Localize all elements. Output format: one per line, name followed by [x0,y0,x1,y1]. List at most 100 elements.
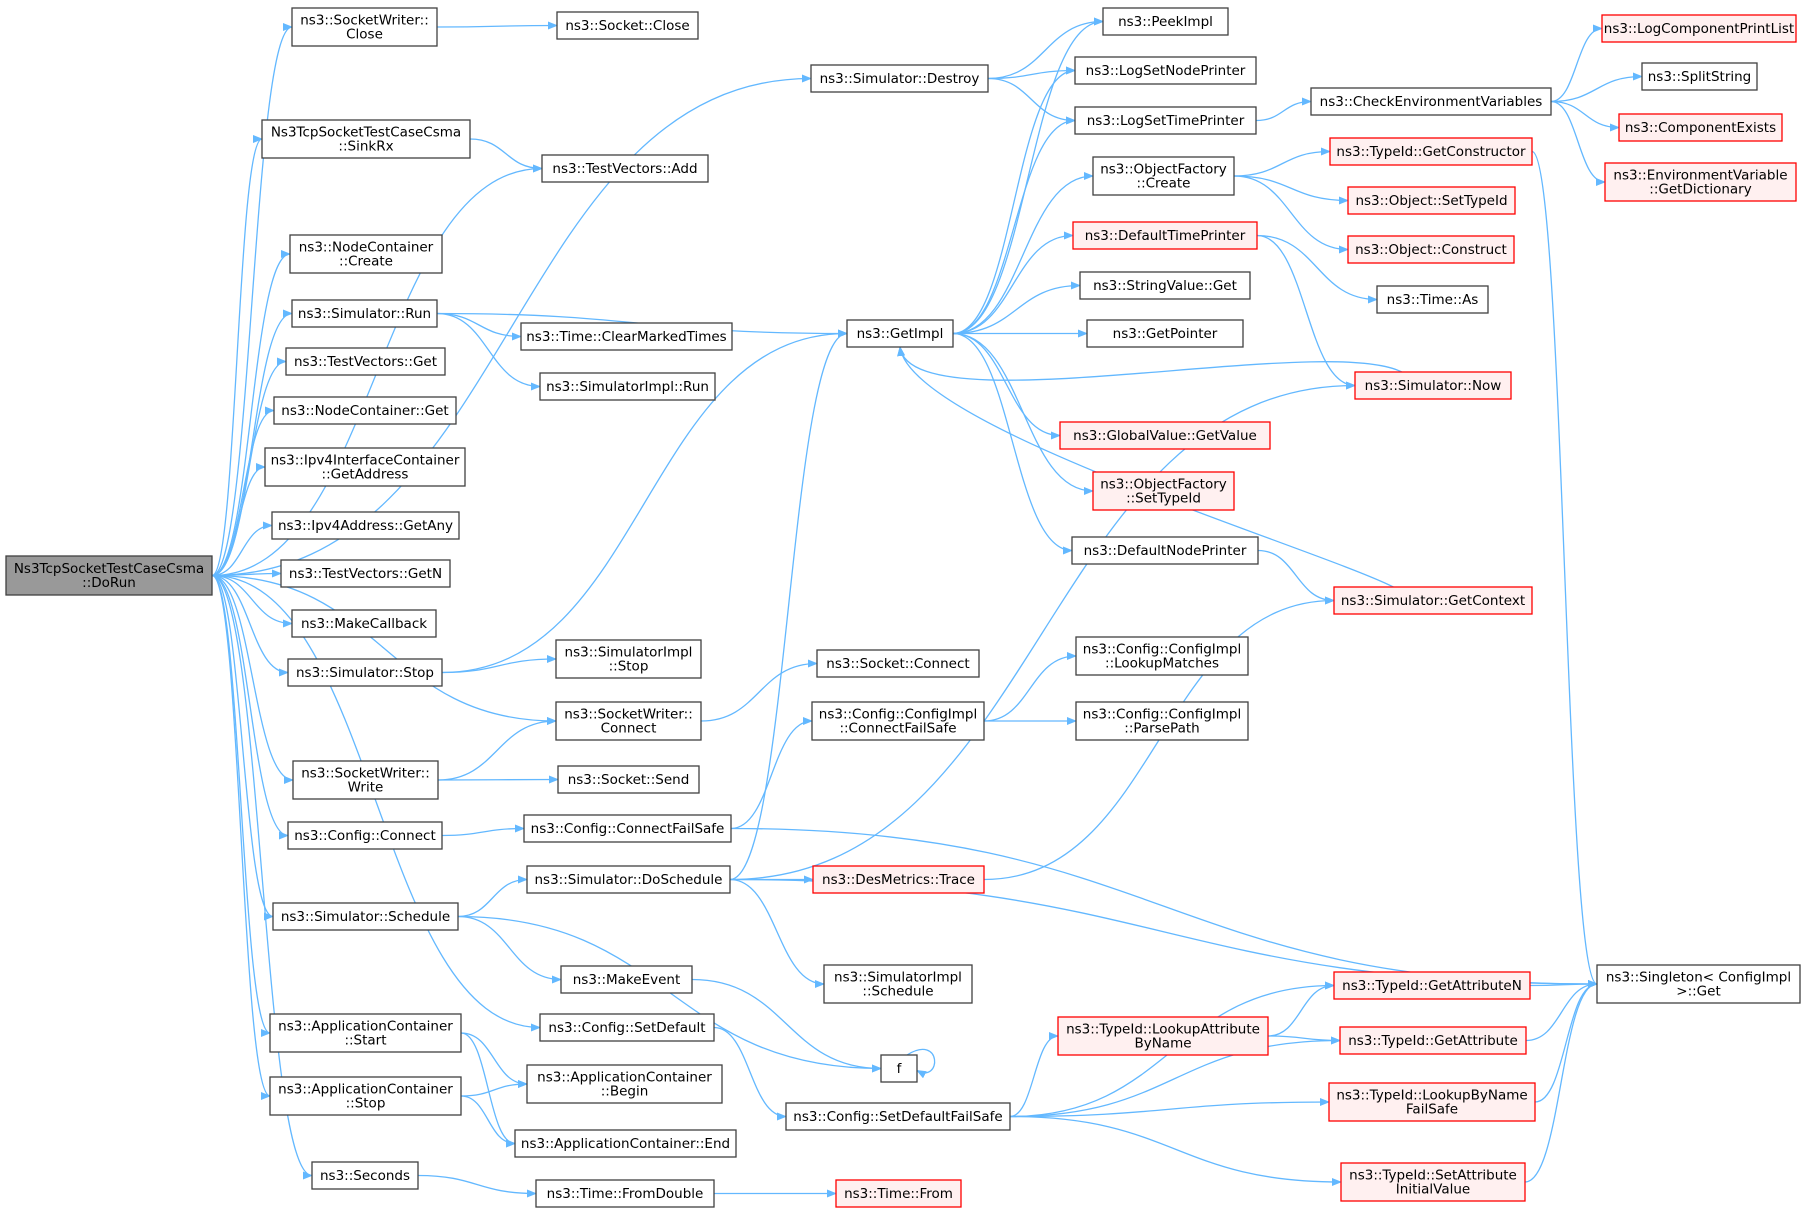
edge-sw-write-to-sock-send [437,775,559,784]
edge-line [713,1026,787,1121]
node-makeevent[interactable]: ns3::MakeEvent [560,965,693,994]
node-sim-dosched[interactable]: ns3::Simulator::DoSchedule [526,865,731,894]
node-splitstr[interactable]: ns3::SplitString [1641,62,1758,91]
node-box [1072,221,1258,250]
node-of-create[interactable]: ns3::ObjectFactory::Create [1092,156,1235,196]
node-peekimpl[interactable]: ns3::PeekImpl [1102,7,1229,36]
node-cfgimpl-cfs[interactable]: ns3::Config::ConfigImpl::ConnectFailSafe [811,701,985,741]
node-f[interactable]: f [880,1054,918,1083]
node-envvar-getdict[interactable]: ns3::EnvironmentVariable::GetDictionary [1604,162,1797,202]
node-tid-getattrn[interactable]: ns3::TypeId::GetAttributeN [1333,971,1531,1000]
node-getptr[interactable]: ns3::GetPointer [1086,319,1244,348]
node-box [1074,56,1257,85]
node-cfg-cfs[interactable]: ns3::Config::ConnectFailSafe [523,814,732,843]
node-simimpl-run[interactable]: ns3::SimulatorImpl::Run [539,372,716,401]
node-seconds[interactable]: ns3::Seconds [311,1161,419,1190]
node-label: ns3::DefaultTimePrinter [1085,228,1246,244]
node-of-settid[interactable]: ns3::ObjectFactory::SetTypeId [1092,471,1235,511]
edge-ac-start-to-ac-begin [460,1032,528,1088]
node-ac-stop[interactable]: ns3::ApplicationContainer::Stop [269,1076,462,1116]
edge-cfg-sdfs-to-tid-getattr [1009,1036,1341,1118]
edge-line [1256,234,1356,390]
edge-cfg-sdfs-to-tid-lookupattr [1009,1032,1059,1118]
node-label: ns3::Socket::Close [565,18,689,34]
node-singleton-get[interactable]: ns3::Singleton< ConfigImpl >::Get [1596,964,1801,1004]
node-tv-get[interactable]: ns3::TestVectors::Get [285,347,446,376]
node-cfgimpl-lm[interactable]: ns3::Config::ConfigImpl::LookupMatches [1075,636,1249,676]
node-tv-getn[interactable]: ns3::TestVectors::GetN [280,559,451,588]
node-ac-end[interactable]: ns3::ApplicationContainer::End [514,1129,737,1158]
node-ac-start[interactable]: ns3::ApplicationContainer::Start [269,1013,462,1053]
node-cfg-setdef[interactable]: ns3::Config::SetDefault [539,1013,715,1042]
node-nc-create[interactable]: ns3::NodeContainer::Create [289,234,443,274]
node-nc-get[interactable]: ns3::NodeContainer::Get [273,396,457,425]
node-label: ns3::SocketWriter:: [300,13,429,29]
node-lsnp[interactable]: ns3::LogSetNodePrinter [1074,56,1257,85]
node-sw-connect[interactable]: ns3::SocketWriter::Connect [555,701,702,741]
node-sim-now[interactable]: ns3::Simulator::Now [1354,371,1512,400]
node-box [292,760,439,800]
node-simimpl-sched[interactable]: ns3::SimulatorImpl::Schedule [823,964,973,1004]
node-makecb[interactable]: ns3::MakeCallback [291,609,437,638]
node-label: ns3::SocketWriter:: [301,766,430,782]
node-sinkrx[interactable]: Ns3TcpSocketTestCaseCsma::SinkRx [261,119,471,159]
node-simimpl-stop[interactable]: ns3::SimulatorImpl::Stop [555,639,702,679]
node-lcpl[interactable]: ns3::LogComponentPrintList [1601,14,1797,43]
edge-line [1009,1115,1342,1186]
node-label: ns3::Simulator::Destroy [820,71,980,87]
node-label: ns3::TypeId::GetConstructor [1336,144,1526,160]
node-sim-destroy[interactable]: ns3::Simulator::Destroy [810,64,989,93]
node-root[interactable]: Ns3TcpSocketTestCaseCsma::DoRun [5,555,213,596]
edge-cfgimpl-cfs-to-cfgimpl-lm [983,652,1077,722]
node-time-fd[interactable]: ns3::Time::FromDouble [535,1179,715,1208]
node-gv-getval[interactable]: ns3::GlobalValue::GetValue [1059,421,1271,450]
node-sv-get[interactable]: ns3::StringValue::Get [1079,271,1251,300]
node-cfg-connect[interactable]: ns3::Config::Connect [287,821,443,850]
node-label: ::GetDictionary [1649,182,1751,198]
node-box [1604,162,1797,202]
node-sim-getctx[interactable]: ns3::Simulator::GetContext [1333,586,1533,615]
node-sim-stop[interactable]: ns3::Simulator::Stop [287,658,443,687]
node-desm-trace[interactable]: ns3::DesMetrics::Trace [812,865,985,894]
node-cev[interactable]: ns3::CheckEnvironmentVariables [1310,87,1552,116]
node-ipv4any[interactable]: ns3::Ipv4Address::GetAny [271,511,460,540]
node-sw-write[interactable]: ns3::SocketWriter::Write [292,760,439,800]
node-obj-settid[interactable]: ns3::Object::SetTypeId [1347,186,1516,215]
node-box [289,234,443,274]
edge-ac-stop-to-ac-end [460,1095,516,1148]
node-ipv4ic[interactable]: ns3::Ipv4InterfaceContainer::GetAddress [264,447,466,487]
node-getimpl[interactable]: ns3::GetImpl [846,319,954,348]
node-obj-construct[interactable]: ns3::Object::Construct [1347,235,1515,264]
node-dtp[interactable]: ns3::DefaultTimePrinter [1072,221,1258,250]
node-sw-close[interactable]: ns3::SocketWriter::Close [291,7,438,47]
node-dnp[interactable]: ns3::DefaultNodePrinter [1071,536,1259,565]
edge-dtp-to-time-as [1256,234,1378,304]
edge-sim-dosched-to-getimpl [729,329,848,881]
node-box [1339,1026,1527,1055]
node-sock-connect[interactable]: ns3::Socket::Connect [816,649,980,678]
node-sock-close[interactable]: ns3::Socket::Close [556,11,699,40]
node-time-cmt[interactable]: ns3::Time::ClearMarkedTimes [520,322,733,351]
node-compexists[interactable]: ns3::ComponentExists [1618,113,1783,142]
node-sim-sched[interactable]: ns3::Simulator::Schedule [272,902,459,931]
node-tid-getctor[interactable]: ns3::TypeId::GetConstructor [1329,137,1533,166]
node-ac-begin[interactable]: ns3::ApplicationContainer::Begin [526,1064,723,1104]
node-label: ns3::Simulator::Stop [296,665,434,681]
node-time-from[interactable]: ns3::Time::From [835,1179,962,1208]
edge-line [457,915,562,984]
node-tv-add[interactable]: ns3::TestVectors::Add [541,154,709,183]
node-box [280,559,451,588]
node-time-as[interactable]: ns3::Time::As [1376,285,1489,314]
node-sim-run[interactable]: ns3::Simulator::Run [291,299,438,328]
node-box [810,64,989,93]
node-lstp[interactable]: ns3::LogSetTimePrinter [1074,106,1257,135]
node-tid-getattr[interactable]: ns3::TypeId::GetAttribute [1339,1026,1527,1055]
node-sock-send[interactable]: ns3::Socket::Send [557,765,700,794]
edge-root-to-nc-create [211,250,291,577]
node-cfg-sdfs[interactable]: ns3::Config::SetDefaultFailSafe [785,1102,1011,1131]
node-cfgimpl-pp[interactable]: ns3::Config::ConfigImpl::ParsePath [1075,701,1249,741]
node-box [311,1161,419,1190]
